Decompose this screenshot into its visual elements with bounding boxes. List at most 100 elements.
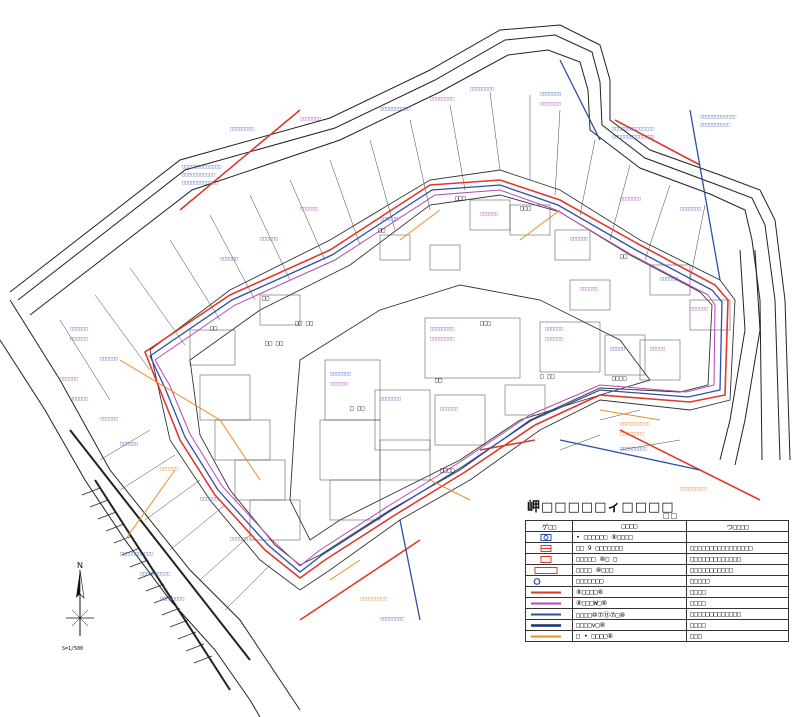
svg-text:□□□□□□□□: □□□□□□□□ — [430, 336, 454, 342]
svg-text:□□□□□□: □□□□□□ — [440, 406, 458, 412]
red-line-icon — [531, 591, 561, 593]
lot-labels: □□□□□□□□□□□□□ □□□□□□□□□□□ □□□□□□□□□□□□ □… — [60, 86, 736, 622]
svg-text:□□□□□□: □□□□□□ — [120, 441, 138, 447]
svg-text:□□□□□□: □□□□□□ — [70, 326, 88, 332]
legend-row: □□□□ ⑧□□□ □□□□□□□□□□□ — [525, 564, 789, 576]
legend-note: □□□□ — [686, 597, 789, 609]
legend-symbol-cell — [525, 619, 573, 631]
svg-text:□□□□□□□□□□: □□□□□□□□□□ — [380, 106, 410, 112]
legend-row: □□□□v□⑧ □□□□ — [525, 619, 789, 631]
svg-text:□□□□□□: □□□□□□ — [545, 326, 563, 332]
legend-header-name: □□□□ — [572, 520, 687, 532]
svg-text:□□□□□□□: □□□□□□□ — [680, 206, 701, 212]
svg-text:□□□□□□: □□□□□□ — [660, 276, 678, 282]
orange-line-icon — [531, 635, 561, 637]
svg-text:□□□□□□: □□□□□□ — [100, 356, 118, 362]
legend-note: □□□□ — [686, 586, 789, 598]
legend-row: □ • □□□□⑧ □□□ — [525, 630, 789, 642]
scale-label: S=1/500 — [62, 646, 84, 652]
legend-note: □□□□□ — [686, 575, 789, 587]
block-label: □ □□ — [540, 373, 555, 380]
block-label: □ □□ — [350, 405, 365, 412]
legend-name: □□□□ ⑧□□□ — [572, 564, 687, 576]
block-label: □□□□ — [612, 375, 627, 382]
legend-name: ⑧□□□W□⑧ — [572, 597, 687, 609]
legend-row: ⑧□□□□⑧ □□□□ — [525, 586, 789, 598]
svg-text:□□□□□□: □□□□□□ — [160, 466, 178, 472]
svg-text:□□□□□□□□: □□□□□□□□ — [160, 596, 184, 602]
legend-name: • □□□□□□ ⑧□□□□ — [572, 531, 687, 543]
svg-text:□□□□□□: □□□□□□ — [70, 336, 88, 342]
block-label: □□ — [435, 377, 443, 384]
navy-line-icon — [531, 623, 561, 627]
svg-text:□□□□□□□□: □□□□□□□□ — [470, 86, 494, 92]
legend-name: □□ 9 □□□□□□□ — [572, 542, 687, 554]
red-label-box-icon — [534, 566, 558, 574]
svg-text:□□□□□□□□□□□□□□: □□□□□□□□□□□□□□ — [612, 126, 654, 132]
block-label: □□ □□ — [265, 340, 283, 347]
svg-text:□□□□□□: □□□□□□ — [230, 536, 248, 542]
svg-text:□□□□□□: □□□□□□ — [545, 336, 563, 342]
svg-text:□□□□□□□□□: □□□□□□□□□ — [620, 446, 647, 452]
legend-name: □□□□⑩⑦⑬⑦□⑧ — [572, 608, 687, 620]
svg-text:□□□□□□: □□□□□□ — [100, 416, 118, 422]
svg-text:□□□□□□: □□□□□□ — [570, 236, 588, 242]
svg-text:□□□□□□□□: □□□□□□□□ — [430, 96, 454, 102]
svg-text:□□□□□□□□□□: □□□□□□□□□□ — [620, 421, 650, 427]
svg-text:□□□□□□□: □□□□□□□ — [380, 396, 401, 402]
legend-symbol-cell — [525, 597, 573, 609]
svg-text:□□□□□□: □□□□□□ — [220, 256, 238, 262]
svg-text:□□□□□□□□: □□□□□□□□ — [230, 126, 254, 132]
legend-subtitle: □□ — [663, 512, 679, 520]
block-label: □□ — [262, 295, 270, 302]
svg-text:□□□□□□□□□□□□: □□□□□□□□□□□□ — [182, 180, 218, 186]
svg-text:□□□□□□□□□□□: □□□□□□□□□□□ — [182, 172, 215, 178]
legend-symbol-cell — [525, 575, 573, 587]
legend-row: ⑧□□□W□⑧ □□□□ — [525, 597, 789, 609]
svg-text:□□□□□□□□: □□□□□□□□ — [380, 616, 404, 622]
legend-row: □□□□⑩⑦⑬⑦□⑧ □□□□□□□□□□□□□ — [525, 608, 789, 620]
svg-text:□□□□□□□: □□□□□□□ — [300, 116, 321, 122]
block-label: □□□□ — [440, 467, 455, 474]
svg-text:□□□□□□: □□□□□□ — [60, 376, 78, 382]
legend-name: □□□□□□□ — [572, 575, 687, 587]
legend-row: • □□□□□□ ⑧□□□□ — [525, 531, 789, 543]
legend-name: ⑧□□□□⑧ — [572, 586, 687, 598]
svg-text:□□□□□□: □□□□□□ — [260, 236, 278, 242]
blue-line-icon — [531, 613, 561, 615]
svg-text:□□□□□□□□□□: □□□□□□□□□□ — [140, 571, 170, 577]
legend-row: □□□□□□□ □□□□□ — [525, 575, 789, 587]
legend-note: □□□□□□□□□□□□□ — [686, 608, 789, 620]
svg-text:□□□□□□□□□: □□□□□□□□□ — [360, 596, 387, 602]
legend-note: □□□□ — [686, 619, 789, 631]
north-label: N — [77, 561, 83, 570]
svg-text:□□□□□□□□□□□: □□□□□□□□□□□ — [120, 551, 153, 557]
block-label: □□ — [378, 227, 386, 234]
legend-note: □□□□□□□□□□□□□ — [686, 553, 789, 565]
legend-header-symbol: ゲ□□ — [525, 520, 573, 532]
blue-main-line — [149, 59, 723, 621]
purple-line-icon — [531, 602, 561, 604]
block-label: □□ □□ — [295, 320, 313, 327]
svg-text:□□□□□□□□: □□□□□□□□ — [620, 431, 644, 437]
legend-note: □□□ — [686, 630, 789, 642]
legend-name: □ • □□□□⑧ — [572, 630, 687, 642]
purple-line — [154, 189, 716, 567]
svg-text:□□□□□□: □□□□□□ — [200, 496, 218, 502]
orange-lines — [119, 209, 661, 581]
svg-text:□□□□□□□□□□□□□: □□□□□□□□□□□□□ — [182, 164, 221, 170]
svg-text:□□□□□□: □□□□□□ — [690, 306, 708, 312]
legend-symbol-cell — [525, 564, 573, 576]
north-arrow-icon: N — [66, 561, 94, 636]
legend-name: □□□□v□⑧ — [572, 619, 687, 631]
legend-symbol-cell — [525, 586, 573, 598]
legend-name: □□□□□ ⑧□ □ — [572, 553, 687, 565]
legend-title-text: 岬□□□□□ィ□□□□ — [527, 500, 675, 515]
legend-symbol-cell — [525, 608, 573, 620]
legend-symbol-cell — [525, 630, 573, 642]
legend-header-note: つ□□□□ — [686, 520, 789, 532]
svg-text:□□□□□□□: □□□□□□□ — [540, 101, 561, 107]
legend-row: □□ 9 □□□□□□□ □□□□□□□□□□□□□□□□ — [525, 542, 789, 554]
railway — [69, 429, 251, 691]
